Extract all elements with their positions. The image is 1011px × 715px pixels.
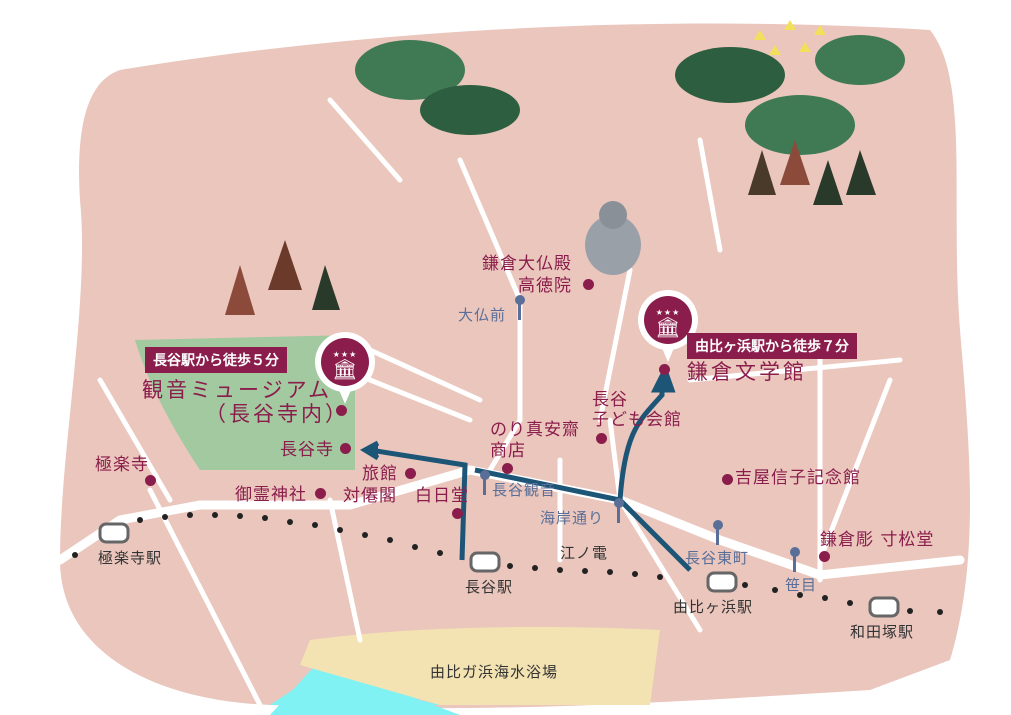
place-nori-shop: のり真安齋 [490, 420, 580, 440]
bus-stop-hasehigashimachi: 長谷東町 [685, 549, 750, 567]
station-hase: 長谷駅 [465, 578, 514, 596]
sea [270, 660, 460, 715]
station-yuigahama: 由比ヶ浜駅 [673, 598, 754, 616]
beach [300, 627, 660, 705]
poi-dot [583, 279, 594, 290]
place-kotokuin: 高徳院 [518, 276, 572, 296]
railway-label: 江ノ電 [560, 544, 609, 562]
poi-dot [596, 433, 607, 444]
great-buddha-icon [585, 215, 641, 275]
museum-icon: ★★★🏛 [644, 296, 692, 344]
place-hakujitsudo: 白日堂 [415, 486, 469, 506]
poi-dot [722, 474, 733, 485]
poi-dot [145, 475, 156, 486]
land-area [60, 23, 970, 709]
railway-enoden [72, 512, 943, 615]
museum-sublabel-kannon: （長谷寺内） [205, 402, 349, 426]
bus-stop-daibutsumae: 大仏前 [458, 306, 507, 324]
bus-stop-hasekannon: 長谷観音 [492, 481, 557, 499]
place-kamakurabori: 鎌倉彫 寸松堂 [820, 530, 935, 550]
place-gokurakuji: 極楽寺 [95, 455, 149, 475]
station-wadazuka: 和田塚駅 [850, 623, 915, 641]
access-badge-bungakukan: 由比ヶ浜駅から徒歩７分 [687, 333, 857, 359]
place-taisenkaku: 対僊閣 [343, 486, 397, 506]
place-hasedera: 長谷寺 [280, 440, 334, 460]
place-goryo: 御霊神社 [235, 485, 307, 505]
poi-dot [336, 405, 347, 416]
bus-stop-kaigandori: 海岸通り [540, 509, 605, 527]
bus-stop-icons [480, 295, 800, 572]
access-badge-kannon: 長谷駅から徒歩５分 [145, 347, 287, 373]
beach-label: 由比ガ浜海水浴場 [430, 663, 559, 681]
poi-dot [502, 463, 513, 474]
place-yoshiya: 吉屋信子記念館 [735, 468, 861, 488]
roads [55, 97, 965, 708]
place-kodomo: 長谷 [592, 390, 628, 410]
trees-and-hills [225, 20, 905, 315]
bus-stop-sasame: 笹目 [785, 576, 818, 594]
station-gokurakuji: 極楽寺駅 [98, 549, 163, 567]
museum-icon: ★★★🏛 [321, 338, 369, 386]
place-daibutsu: 鎌倉大仏殿 [482, 254, 572, 274]
place-kodomo-2: 子ども会館 [592, 410, 682, 430]
place-ryokan: 旅館 [362, 464, 398, 484]
museum-label-kannon: 観音ミュージアム [142, 378, 333, 402]
poi-dot [405, 468, 416, 479]
poi-dot [659, 364, 670, 375]
museum-label-bungakukan: 鎌倉文学館 [687, 360, 807, 384]
poi-dot [315, 488, 326, 499]
place-nori-shop-2: 商店 [490, 441, 526, 461]
station-icons [98, 522, 900, 618]
poi-dot [819, 551, 830, 562]
museum-pin-kannon[interactable]: ★★★🏛 [315, 332, 375, 404]
poi-dot [340, 443, 351, 454]
poi-dot [452, 508, 463, 519]
